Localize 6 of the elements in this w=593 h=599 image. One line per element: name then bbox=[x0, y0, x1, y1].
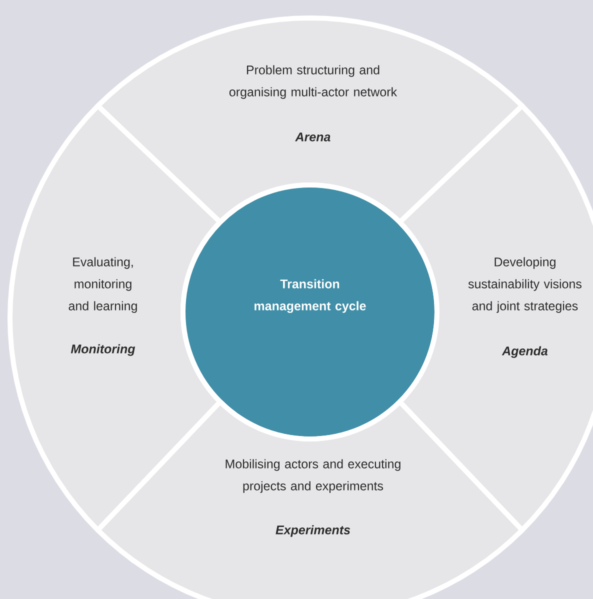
cycle-segment: Evaluating, monitoring and learning Monitoring bbox=[8, 103, 223, 533]
node-label: Experiments bbox=[276, 525, 350, 537]
cycle-segment: Mobilising actors and executing projects and experiments Experiments bbox=[95, 399, 525, 599]
node-label: Developing sustainability visions and joint strategies bbox=[468, 257, 582, 313]
cycle-segment: Problem structuring and organising multi-actor network Arena bbox=[95, 16, 525, 225]
node-label: Agenda bbox=[502, 346, 548, 358]
